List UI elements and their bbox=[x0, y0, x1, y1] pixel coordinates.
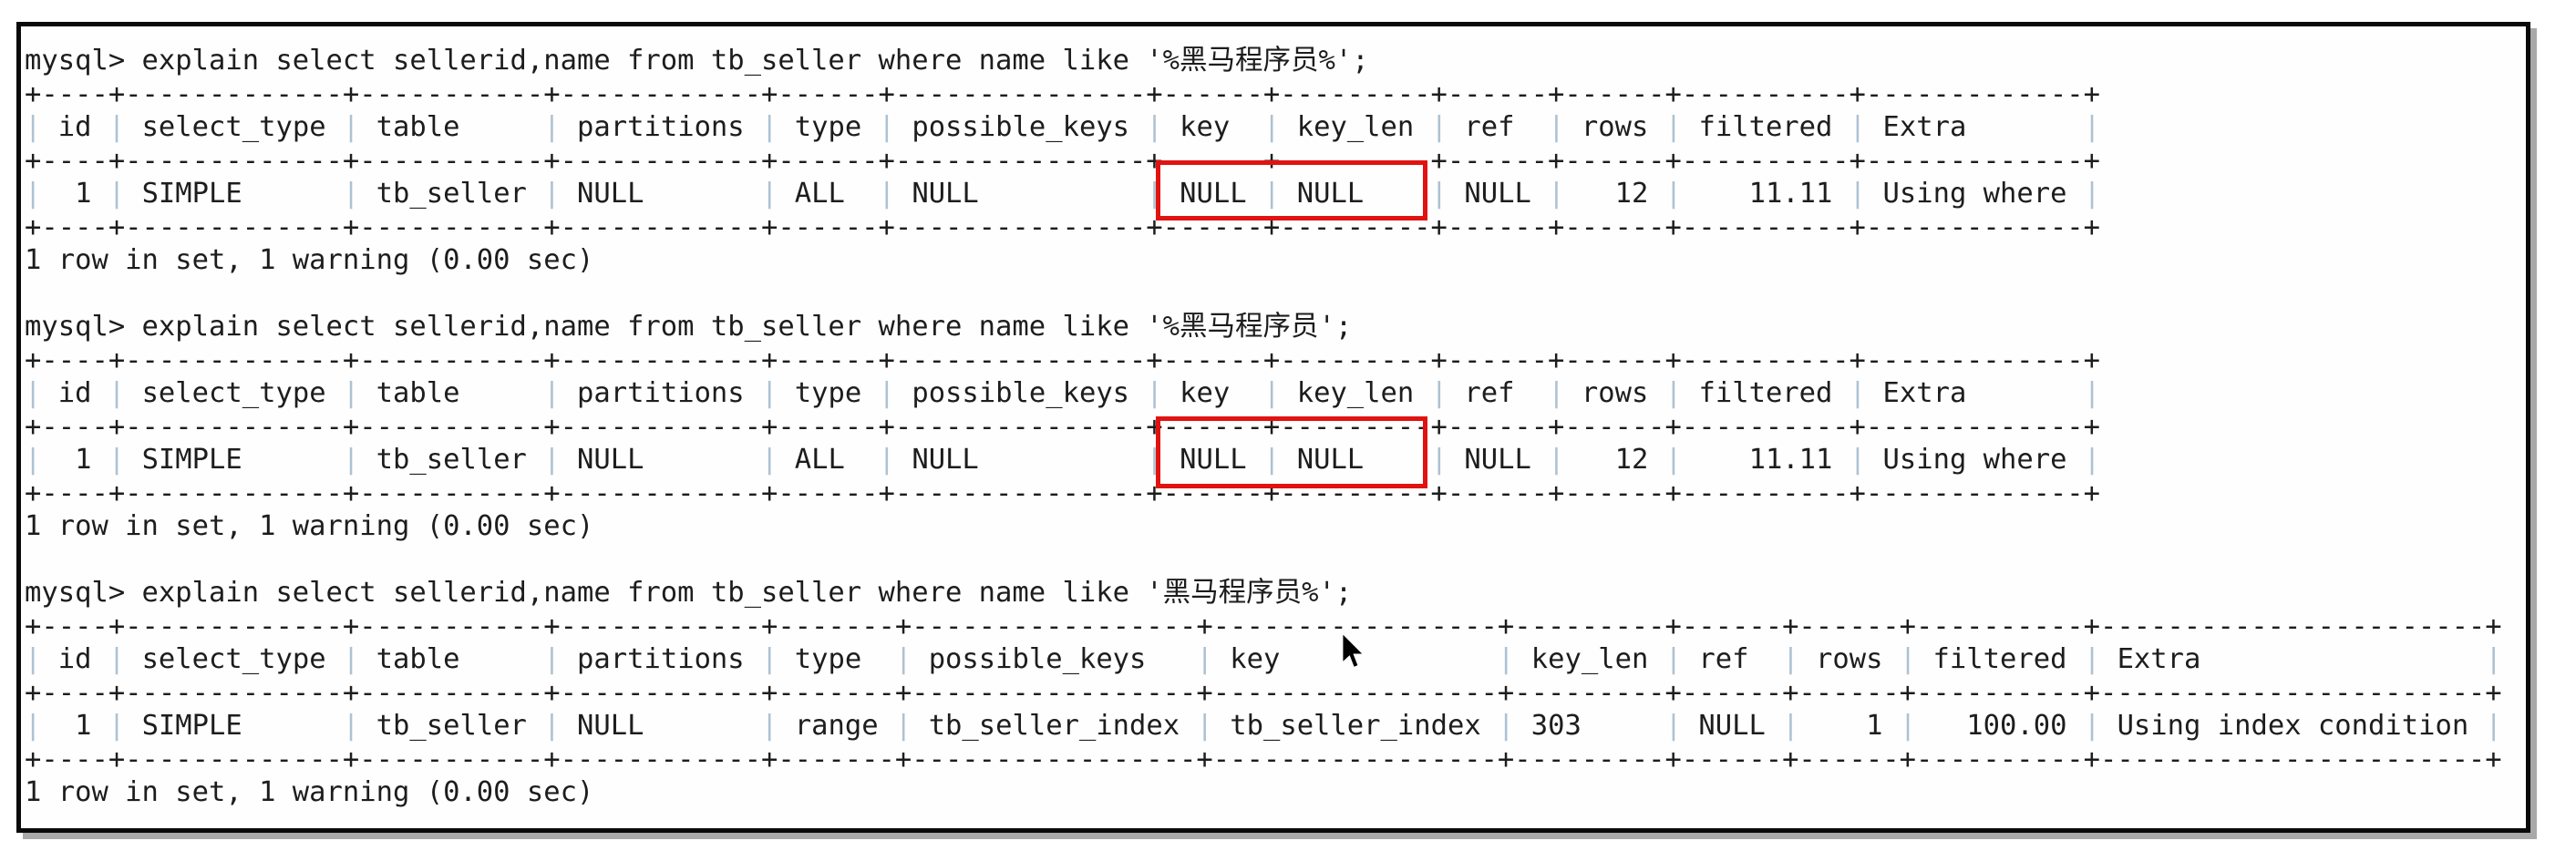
explain-query-block-2: mysql> explain select sellerid,name from… bbox=[25, 311, 2526, 544]
result-summary-line: 1 row in set, 1 warning (0.00 sec) bbox=[25, 776, 594, 808]
explain-query-block-1: mysql> explain select sellerid,name from… bbox=[25, 45, 2526, 278]
command-line: mysql> explain select sellerid,name from… bbox=[25, 311, 1353, 343]
table-border-line: +----+-------------+-----------+--------… bbox=[25, 743, 2502, 775]
table-header-line: | id | select_type | table | partitions … bbox=[25, 643, 2502, 675]
table-border-line: +----+-------------+-----------+--------… bbox=[25, 144, 2100, 177]
table-border-line: +----+-------------+-----------+--------… bbox=[25, 77, 2100, 110]
table-data-row: | 1 | SIMPLE | tb_seller | NULL | ALL | … bbox=[25, 178, 2101, 210]
result-summary-line: 1 row in set, 1 warning (0.00 sec) bbox=[25, 510, 594, 542]
table-data-row: | 1 | SIMPLE | tb_seller | NULL | range … bbox=[25, 710, 2502, 742]
command-line: mysql> explain select sellerid,name from… bbox=[25, 45, 1369, 77]
table-border-line: +----+-------------+-----------+--------… bbox=[25, 610, 2502, 642]
table-header-line: | id | select_type | table | partitions … bbox=[25, 111, 2101, 143]
table-header-line: | id | select_type | table | partitions … bbox=[25, 377, 2101, 409]
table-border-line: +----+-------------+-----------+--------… bbox=[25, 343, 2100, 376]
table-border-line: +----+-------------+-----------+--------… bbox=[25, 410, 2100, 443]
command-line: mysql> explain select sellerid,name from… bbox=[25, 577, 1353, 609]
explain-query-block-3: mysql> explain select sellerid,name from… bbox=[25, 577, 2526, 810]
table-data-row: | 1 | SIMPLE | tb_seller | NULL | ALL | … bbox=[25, 444, 2101, 476]
terminal-screenshot-frame: mysql> explain select sellerid,name from… bbox=[16, 22, 2530, 833]
mouse-cursor-icon bbox=[1342, 632, 1365, 669]
result-summary-line: 1 row in set, 1 warning (0.00 sec) bbox=[25, 244, 594, 276]
table-border-line: +----+-------------+-----------+--------… bbox=[25, 477, 2100, 509]
table-border-line: +----+-------------+-----------+--------… bbox=[25, 676, 2502, 709]
table-border-line: +----+-------------+-----------+--------… bbox=[25, 210, 2100, 243]
